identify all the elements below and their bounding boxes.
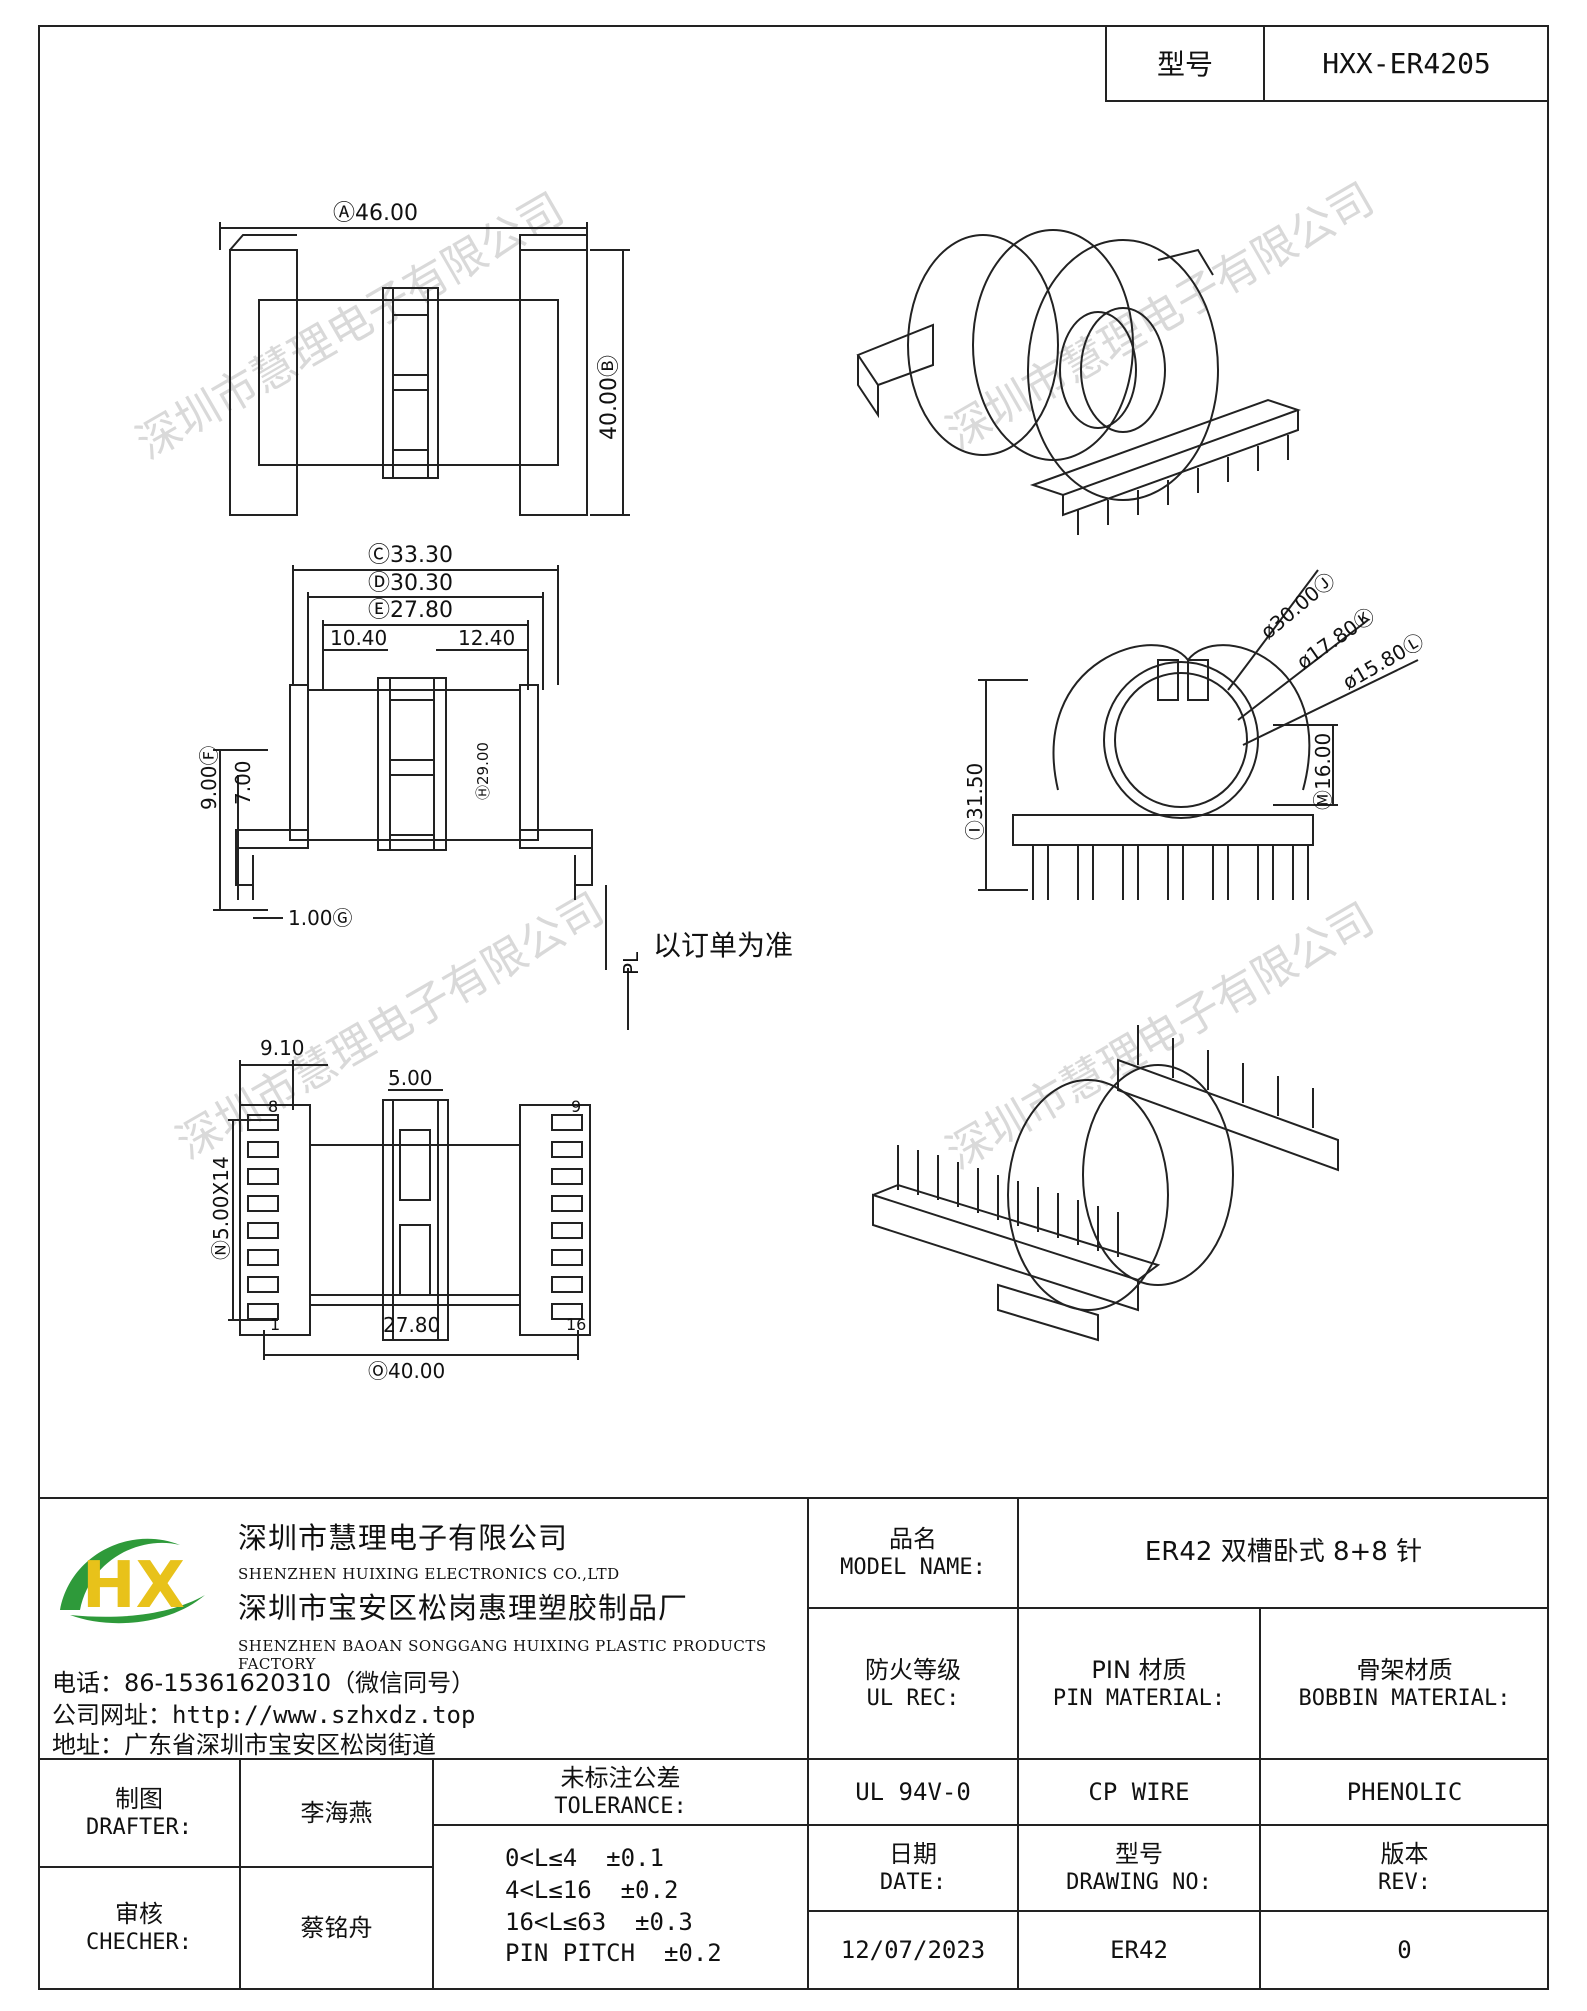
drafter-name: 李海燕 (300, 1799, 373, 1827)
dim-b: 40.00Ⓑ (597, 355, 622, 440)
tolerance-line: 0<L≤4 ±0.1 (505, 1843, 664, 1872)
rev-value: 0 (1397, 1935, 1412, 1964)
website: 公司网址：http://www.szhxdz.top (52, 1701, 476, 1729)
iso-view-bottom (872, 1025, 1339, 1342)
dim-9-10: 9.10 (260, 1036, 305, 1060)
dim-e: Ⓔ27.80 (368, 598, 453, 623)
tolerance-label-cell: 未标注公差 TOLERANCE: (433, 1759, 808, 1825)
dim-pl: PL (619, 951, 643, 975)
ul-value: UL 94V-0 (855, 1778, 971, 1806)
pin-label-8: 8 (268, 1097, 278, 1116)
dim-w2: 12.40 (458, 626, 515, 650)
pin-material-label-en: PIN MATERIAL: (1052, 1685, 1226, 1711)
bobbin-material-label-cn: 骨架材质 (1356, 1655, 1453, 1684)
watermark: 深圳市慧理电子有限公司 (938, 173, 1383, 459)
pin-row-left (247, 1114, 279, 1320)
drawing-no-label-cell: 型号 DRAWING NO: (1018, 1825, 1260, 1911)
dim-c: Ⓒ33.30 (368, 543, 453, 568)
date-value: 12/07/2023 (840, 1935, 986, 1964)
ul-label-en: UL REC: (866, 1685, 960, 1711)
model-name-value: ER42 双槽卧式 8+8 针 (1144, 1537, 1423, 1568)
dim-i: Ⓘ31.50 (963, 763, 987, 840)
drawing-no-value: ER42 (1110, 1935, 1168, 1964)
dim-7: 7.00 (231, 760, 255, 805)
drafter-label-cell: 制图 DRAFTER: (38, 1759, 240, 1867)
dim-g: 1.00Ⓖ (288, 906, 353, 930)
logo-letters: HX (82, 1549, 185, 1623)
drawing-no-label-en: DRAWING NO: (1066, 1870, 1212, 1896)
address: 地址：广东省深圳市宝安区松岗街道 (52, 1731, 436, 1759)
checker-label-cell: 审核 CHECHER: (38, 1867, 240, 1988)
company-name-en: SHENZHEN HUIXING ELECTRONICS CO.,LTD (238, 1565, 620, 1583)
dim-o: Ⓞ40.00 (368, 1359, 445, 1383)
dim-5-00: 5.00 (388, 1066, 433, 1090)
dim-n: Ⓝ5.00X14 (209, 1156, 233, 1260)
company-logo: HX (60, 1538, 205, 1624)
bobbin-material-label-en: BOBBIN MATERIAL: (1298, 1685, 1511, 1711)
pin-material-value: CP WIRE (1088, 1778, 1190, 1806)
rev-label-cell: 版本 REV: (1260, 1825, 1549, 1911)
dim-f: 9.00Ⓕ (197, 745, 221, 810)
model-label: 型号 (1107, 26, 1265, 100)
tolerance-line: 4<L≤16 ±0.2 (505, 1875, 679, 1904)
pin-label-9: 9 (571, 1097, 581, 1116)
checker-label-en: CHECHER: (86, 1929, 192, 1955)
watermark: 深圳市慧理电子有限公司 (938, 893, 1383, 1179)
dim-27-80: 27.80 (383, 1313, 440, 1337)
ul-label-cell: 防火等级 UL REC: (808, 1608, 1018, 1759)
factory-name-en: SHENZHEN BAOAN SONGGANG HUIXING PLASTIC … (238, 1637, 767, 1673)
dim-h: Ⓗ29.00 (474, 742, 492, 800)
drawing-no-label-cn: 型号 (1115, 1840, 1163, 1869)
bobbin-material-label-cell: 骨架材质 BOBBIN MATERIAL: (1260, 1608, 1549, 1759)
iso-view-top (856, 229, 1302, 535)
pin-row-right (551, 1114, 583, 1320)
rev-label-en: REV: (1378, 1870, 1431, 1896)
date-label-cn: 日期 (889, 1840, 937, 1869)
date-label-cell: 日期 DATE: (808, 1825, 1018, 1911)
technical-drawing: 深圳市慧理电子有限公司 深圳市慧理电子有限公司 深圳市慧理电子有限公司 深圳市慧… (128, 173, 1428, 1383)
pin-material-label-cell: PIN 材质 PIN MATERIAL: (1018, 1608, 1260, 1759)
ul-label-cn: 防火等级 (865, 1655, 961, 1684)
title-block: HX 深圳市慧理电子有限公司 SHENZHEN HUIXING ELECTRON… (38, 1497, 1549, 1990)
model-name-label-en: MODEL NAME: (840, 1554, 986, 1580)
tolerance-line: 16<L≤63 ±0.3 (505, 1907, 693, 1936)
model-name-label-cn: 品名 (889, 1524, 937, 1553)
watermark: 深圳市慧理电子有限公司 (168, 883, 613, 1169)
dim-a: Ⓐ46.00 (333, 201, 418, 226)
pin-label-16: 16 (566, 1315, 586, 1334)
model-name-label-cell: 品名 MODEL NAME: (808, 1497, 1018, 1608)
bobbin-material-value: PHENOLIC (1346, 1778, 1463, 1806)
factory-name-cn: 深圳市宝安区松岗惠理塑胶制品厂 (238, 1591, 689, 1625)
dim-w1: 10.40 (330, 626, 387, 650)
front-view (978, 569, 1419, 900)
side-view (213, 565, 629, 1030)
checker-name: 蔡铭舟 (300, 1913, 373, 1942)
top-view (219, 222, 630, 516)
checker-label-cn: 审核 (115, 1899, 163, 1928)
drafter-label-cn: 制图 (115, 1785, 163, 1814)
phone: 电话：86-15361620310（微信同号） (52, 1669, 476, 1697)
tolerance-values: 0<L≤4 ±0.1 4<L≤16 ±0.2 16<L≤63 ±0.3 PIN … (433, 1825, 808, 1988)
drawing-sheet-border (38, 25, 1549, 1990)
dim-m: Ⓜ16.00 (1311, 733, 1335, 810)
model-value: HXX-ER4205 (1322, 46, 1491, 80)
drafter-label-en: DRAFTER: (86, 1815, 192, 1841)
watermark: 深圳市慧理电子有限公司 (128, 183, 573, 469)
order-note: 以订单为准 (653, 929, 793, 962)
company-name-cn: 深圳市慧理电子有限公司 (238, 1521, 569, 1555)
model-box: 型号 HXX-ER4205 (1105, 26, 1548, 102)
date-label-en: DATE: (879, 1870, 947, 1896)
dim-d: Ⓓ30.30 (368, 571, 453, 596)
rev-label-cn: 版本 (1380, 1840, 1429, 1869)
pin-label-1: 1 (270, 1315, 280, 1334)
watermarks: 深圳市慧理电子有限公司 深圳市慧理电子有限公司 深圳市慧理电子有限公司 深圳市慧… (128, 173, 1383, 1179)
tolerance-label-cn: 未标注公差 (560, 1764, 681, 1793)
tolerance-label-en: TOLERANCE: (554, 1794, 687, 1820)
pin-material-label-cn: PIN 材质 (1091, 1655, 1187, 1684)
bottom-view (228, 1060, 591, 1360)
tolerance-line: PIN PITCH ±0.2 (505, 1939, 722, 1968)
company-info: HX 深圳市慧理电子有限公司 SHENZHEN HUIXING ELECTRON… (38, 1497, 808, 1759)
